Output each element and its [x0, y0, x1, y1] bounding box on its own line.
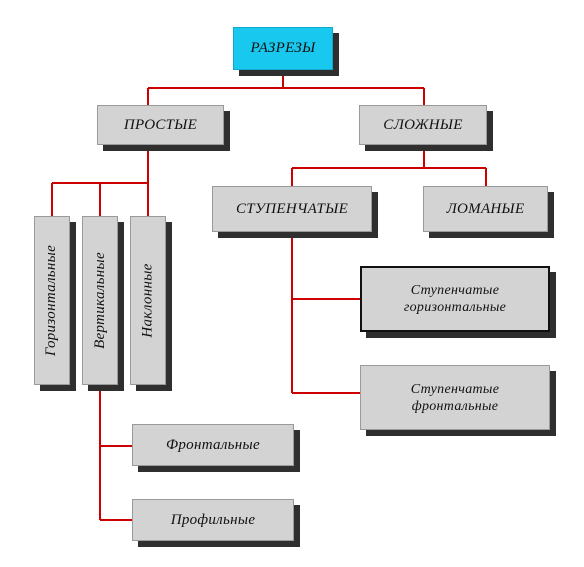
root-node: РАЗРЕЗЫ: [233, 27, 333, 70]
inclined-label: Наклонные: [139, 263, 156, 338]
stepped-frontal-node: Ступенчатые фронтальные: [360, 365, 550, 430]
stepped-label: СТУПЕНЧАТЫЕ: [235, 200, 349, 217]
inclined-node: Наклонные: [130, 216, 166, 385]
stepped-node: СТУПЕНЧАТЫЕ: [212, 186, 372, 232]
frontal-node: Фронтальные: [132, 424, 294, 466]
broken-node: ЛОМАНЫЕ: [423, 186, 548, 232]
stepped-frontal-line2: фронтальные: [411, 398, 499, 414]
vertical-label: Вертикальные: [91, 252, 108, 349]
horizontal-node: Горизонтальные: [34, 216, 70, 385]
stepped-horizontal-line2: горизонтальные: [403, 300, 507, 315]
simple-node: ПРОСТЫЕ: [97, 105, 224, 145]
frontal-label: Фронтальные: [166, 436, 260, 453]
stepped-horizontal-line1: Ступенчатые: [410, 283, 500, 298]
profile-node: Профильные: [132, 499, 294, 541]
simple-label: ПРОСТЫЕ: [123, 116, 198, 133]
vertical-node: Вертикальные: [82, 216, 118, 385]
complex-label: СЛОЖНЫЕ: [383, 116, 463, 133]
complex-node: СЛОЖНЫЕ: [359, 105, 487, 145]
stepped-horizontal-node: Ступенчатые горизонтальные: [360, 266, 550, 332]
root-label: РАЗРЕЗЫ: [250, 40, 316, 56]
broken-label: ЛОМАНЫЕ: [446, 200, 525, 217]
horizontal-label: Горизонтальные: [43, 244, 60, 357]
profile-label: Профильные: [170, 511, 256, 528]
stepped-frontal-line1: Ступенчатые: [410, 381, 500, 397]
